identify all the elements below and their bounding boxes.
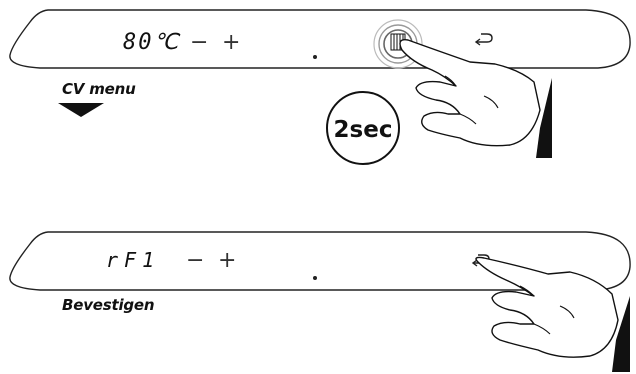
control-panel-top: 80℃ − +: [9, 9, 631, 69]
pointing-hand-icon: [475, 256, 630, 372]
hold-duration-badge: 2sec: [326, 91, 400, 165]
plus-button[interactable]: +: [222, 30, 240, 55]
confirm-label: Bevestigen: [62, 296, 155, 314]
hold-duration-text: 2sec: [334, 117, 393, 143]
hand-shadow: [612, 296, 630, 372]
panel-outline: [9, 9, 631, 69]
minus-button[interactable]: −: [190, 30, 208, 55]
pointing-hand-icon: [399, 39, 552, 158]
plus-button[interactable]: +: [218, 248, 236, 273]
cv-menu-label: CV menu: [62, 80, 136, 98]
center-dot: [313, 55, 317, 59]
down-arrow-icon: [58, 103, 104, 117]
temperature-display: 80℃: [123, 30, 180, 55]
code-display: rF1: [106, 248, 160, 272]
panel-outline: [9, 231, 631, 291]
hand-shadow: [536, 78, 552, 158]
return-arrow-icon[interactable]: [474, 33, 493, 46]
minus-button[interactable]: −: [186, 248, 204, 273]
control-panel-bottom: rF1 − +: [9, 231, 631, 291]
center-dot: [313, 276, 317, 280]
